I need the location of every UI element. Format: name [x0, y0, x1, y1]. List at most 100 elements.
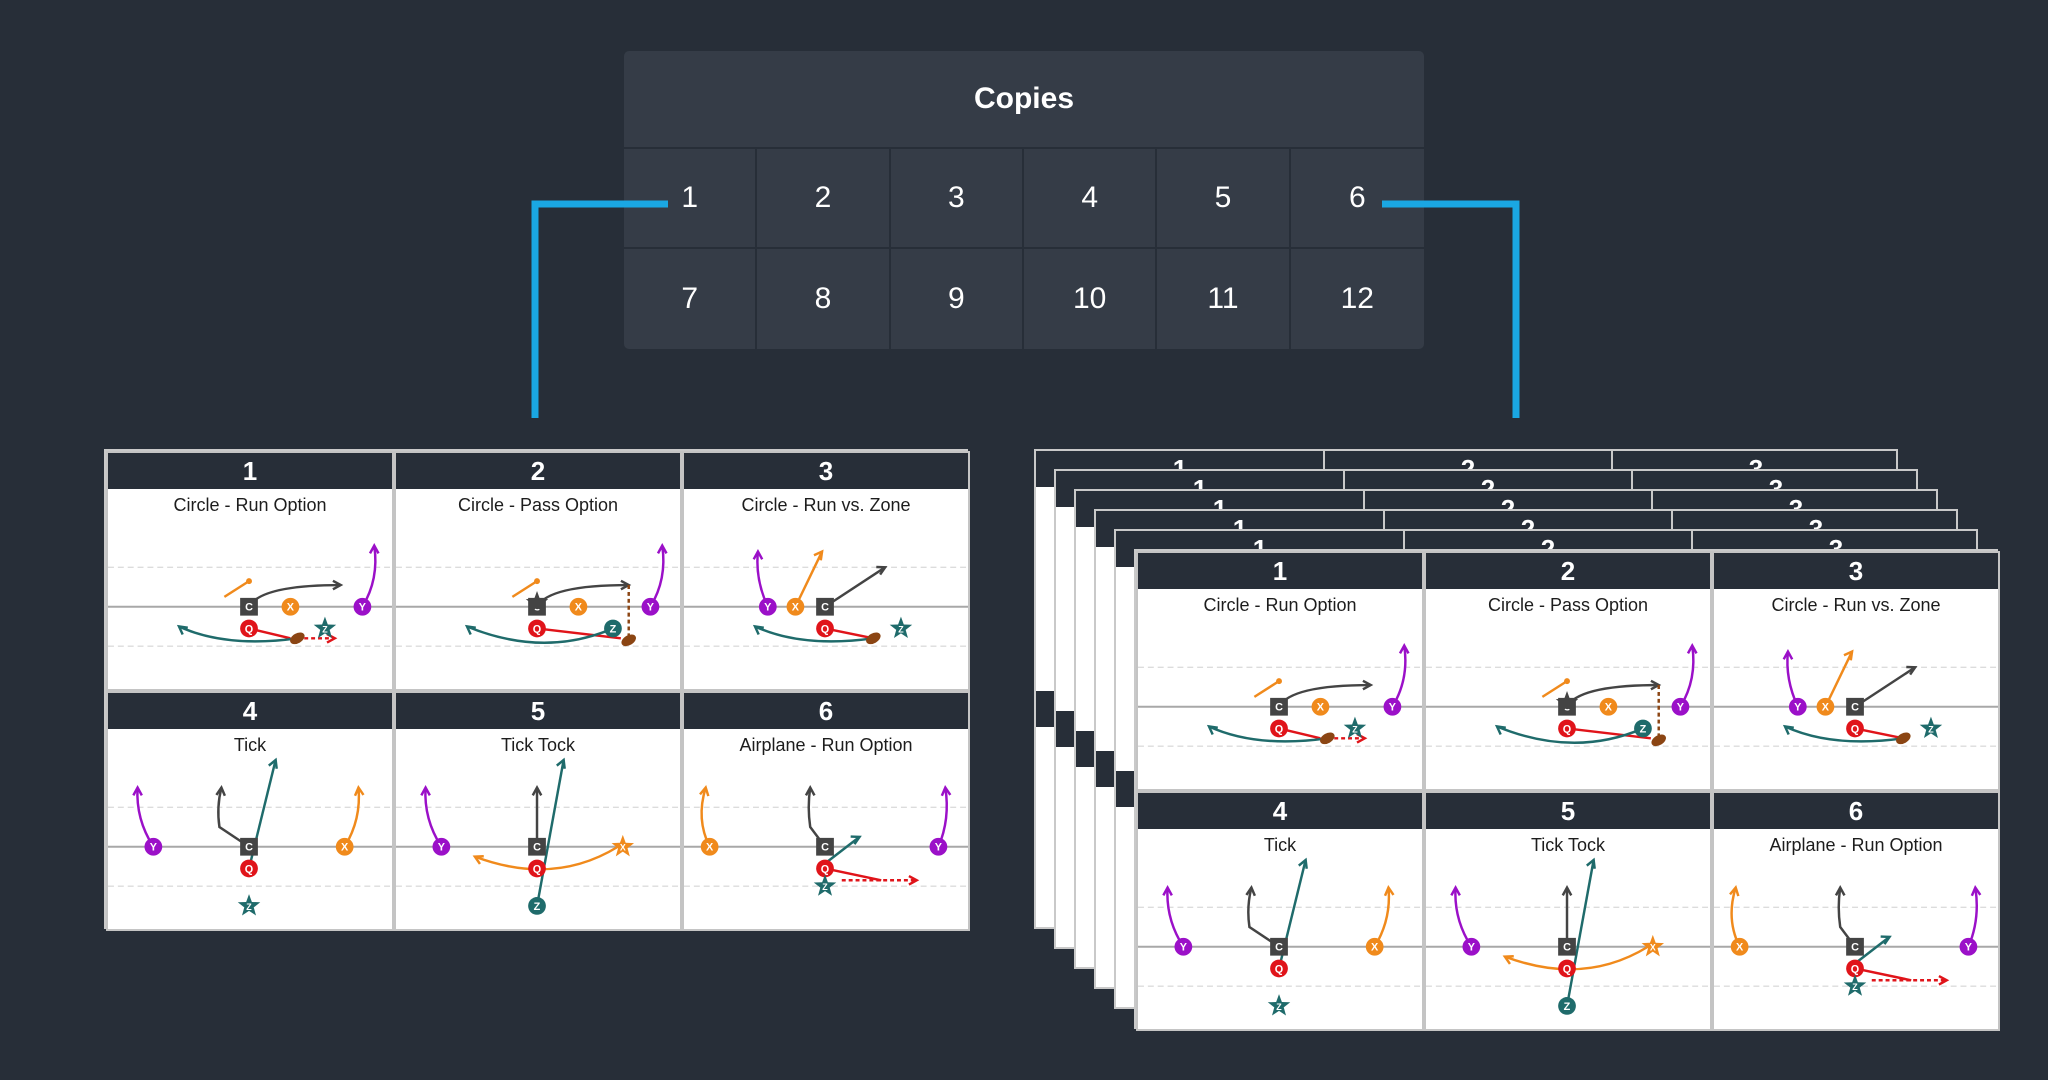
motion-dot — [246, 578, 252, 585]
copy-option-2[interactable]: 2 — [757, 149, 891, 249]
route-line — [1837, 887, 1856, 948]
play-number: 3 — [684, 453, 968, 489]
y-marker-label: Y — [1965, 942, 1973, 954]
play-number: 1 — [108, 453, 392, 489]
motion-dot — [1564, 678, 1570, 685]
copy-option-12[interactable]: 12 — [1340, 282, 1374, 315]
route-line — [1854, 935, 1891, 965]
copy-option-9[interactable]: 9 — [891, 249, 1024, 349]
qb-marker — [1558, 719, 1576, 738]
play-name: Circle - Run Option — [1203, 595, 1357, 615]
route-arrow — [132, 785, 143, 796]
x-marker-label: X — [1650, 943, 1656, 953]
x-marker — [786, 597, 805, 616]
play-number: 5 — [1426, 793, 1710, 829]
play-number: 6 — [1714, 793, 1998, 829]
z-marker — [1558, 997, 1576, 1015]
route-line — [1496, 725, 1644, 744]
route-line — [424, 787, 443, 848]
z-marker-label: Z — [898, 624, 904, 634]
copy-option-3[interactable]: 3 — [890, 149, 1024, 249]
copy-option-1[interactable]: 1 — [624, 149, 758, 249]
route-line — [1566, 727, 1651, 740]
qb-marker-label: Q — [533, 623, 541, 635]
route-arrow — [1502, 955, 1514, 965]
qb-marker — [240, 619, 258, 638]
route-arrow — [940, 785, 952, 797]
z-marker — [1843, 974, 1867, 996]
qb-marker-label: Q — [1851, 963, 1859, 975]
route-line — [1504, 945, 1649, 971]
center-label: C — [245, 842, 253, 854]
route-arrow — [332, 579, 344, 591]
copies-title: Copies — [624, 51, 1424, 149]
route-line — [807, 787, 826, 848]
z-marker-label: Z — [610, 623, 617, 635]
route-line — [136, 787, 155, 848]
x-marker — [1641, 934, 1665, 957]
y-marker — [929, 837, 948, 856]
route-arrow — [620, 579, 632, 591]
x-marker — [569, 597, 588, 616]
x-marker-label: X — [575, 602, 583, 614]
copy-option-5[interactable]: 5 — [1157, 149, 1291, 249]
connector-left — [531, 200, 668, 418]
route-arrow — [1383, 885, 1395, 897]
route-arrow — [1561, 885, 1573, 896]
copy-option-7[interactable]: 7 — [624, 249, 758, 349]
play-name: Circle - Run Option — [173, 495, 327, 515]
copy-option-4[interactable]: 4 — [1023, 149, 1158, 249]
football-icon — [866, 632, 881, 645]
connector-right — [1382, 200, 1520, 418]
qb-marker — [1270, 959, 1288, 978]
y-marker-label: Y — [1180, 942, 1188, 954]
play-name: Circle - Pass Option — [457, 495, 619, 515]
center-label: C — [821, 602, 829, 614]
x-marker — [700, 837, 719, 856]
qb-marker-label: Q — [1275, 723, 1283, 735]
z-marker — [1634, 719, 1652, 738]
copy-option-11[interactable]: 11 — [1157, 249, 1291, 349]
copy-option-10[interactable]: 10 — [1024, 249, 1158, 349]
qb-marker — [528, 859, 546, 878]
play-card-2: 2CQXYZCircle - Pass Option — [1424, 551, 1712, 791]
z-marker — [813, 874, 837, 896]
play-number: 6 — [684, 693, 968, 729]
z-marker-label: Z — [1276, 1002, 1282, 1012]
center-marker — [528, 837, 546, 856]
route-line — [1854, 967, 1912, 982]
qb-marker-label: Q — [245, 623, 253, 635]
route-arrow — [1970, 885, 1982, 897]
x-marker-label: X — [287, 602, 295, 614]
play-number: 2 — [1426, 553, 1710, 589]
z-marker-label: Z — [246, 902, 252, 912]
copy-option-6[interactable]: 6 — [1290, 149, 1424, 249]
x-marker — [1365, 937, 1384, 956]
y-marker-label: Y — [438, 842, 446, 854]
copy-option-8[interactable]: 8 — [757, 249, 891, 349]
center-label: C — [1851, 942, 1859, 954]
y-marker — [1788, 697, 1807, 716]
qb-marker — [528, 619, 546, 638]
copies-panel: Copies 1 2 3 4 5 6 7 8 9 10 11 12 — [624, 51, 1424, 349]
z-marker — [604, 619, 622, 638]
z-marker-label: Z — [322, 624, 328, 634]
center-marker — [1558, 937, 1576, 956]
y-marker — [1383, 697, 1402, 716]
route-arrow — [813, 549, 824, 561]
route-line — [1541, 680, 1568, 698]
play-number: 4 — [1138, 793, 1422, 829]
y-marker — [432, 837, 451, 856]
qb-marker — [240, 859, 258, 878]
route-arrow — [176, 624, 188, 636]
center-label: C — [1851, 702, 1859, 714]
route-line — [1373, 887, 1391, 948]
y-marker — [353, 597, 372, 616]
y-marker-label: Y — [150, 842, 158, 854]
play-name: Airplane - Run Option — [1769, 835, 1943, 855]
